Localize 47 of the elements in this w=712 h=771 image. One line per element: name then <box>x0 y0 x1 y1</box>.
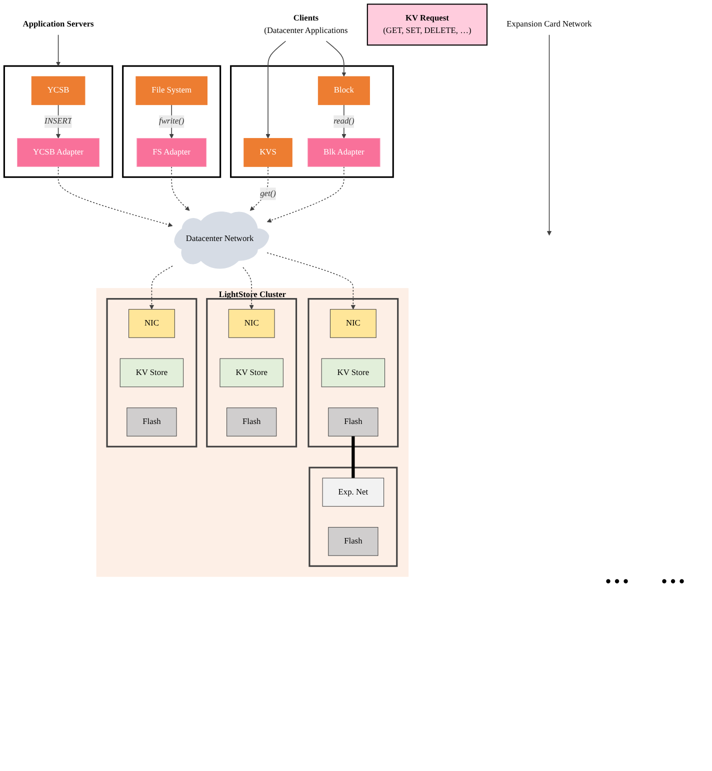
node-box: Flash <box>328 527 378 556</box>
ellipsis-text: … <box>660 560 686 590</box>
cluster <box>206 298 298 448</box>
node-box: YCSB <box>31 76 86 106</box>
cluster <box>122 65 222 178</box>
cluster <box>308 466 398 567</box>
node-box: Exp. Net <box>322 478 384 507</box>
node-box: NIC <box>128 309 175 338</box>
node-box: YCSB Adapter <box>17 138 100 167</box>
connector <box>352 436 355 478</box>
arrow <box>242 267 254 310</box>
cluster <box>308 298 399 448</box>
node-box: FS Adapter <box>136 138 207 167</box>
ellipsis-text: … <box>604 560 630 590</box>
arrow <box>266 252 356 310</box>
cluster <box>3 65 114 178</box>
node-box: NIC <box>228 309 275 338</box>
edge-label: read() <box>334 116 354 126</box>
node-box: KVS <box>244 138 292 167</box>
edge-label: fwrite() <box>159 116 184 126</box>
edge-label: get() <box>260 189 276 198</box>
arrow <box>56 34 61 66</box>
node-text: Application Servers <box>22 20 94 29</box>
cluster <box>106 298 198 448</box>
node-box: Flash <box>226 408 277 436</box>
node-box: Blk Adapter <box>308 138 380 167</box>
edge-label: INSERT <box>44 116 72 126</box>
node-box: Block <box>318 76 370 106</box>
node-box: NIC <box>330 309 376 338</box>
arrow <box>266 40 286 139</box>
arrow <box>171 166 190 211</box>
node-text: Expansion Card Network <box>506 20 592 29</box>
node-text: Clients (Datacenter Applications <box>264 14 348 36</box>
arrow <box>266 166 344 223</box>
arrow <box>149 266 173 310</box>
node-box: File System <box>136 76 208 106</box>
node-box: KV Store <box>120 358 184 388</box>
node-box: Flash <box>328 408 378 436</box>
node-box: Flash <box>126 408 177 436</box>
node-box: KV Store <box>321 358 386 388</box>
arrow <box>250 166 268 211</box>
node-box: KV Store <box>220 358 284 388</box>
arrow <box>58 166 173 227</box>
arrow <box>326 40 346 77</box>
cluster <box>230 65 394 178</box>
arrow <box>546 34 552 236</box>
node-box: KV Request (GET, SET, DELETE, …) <box>366 4 488 46</box>
